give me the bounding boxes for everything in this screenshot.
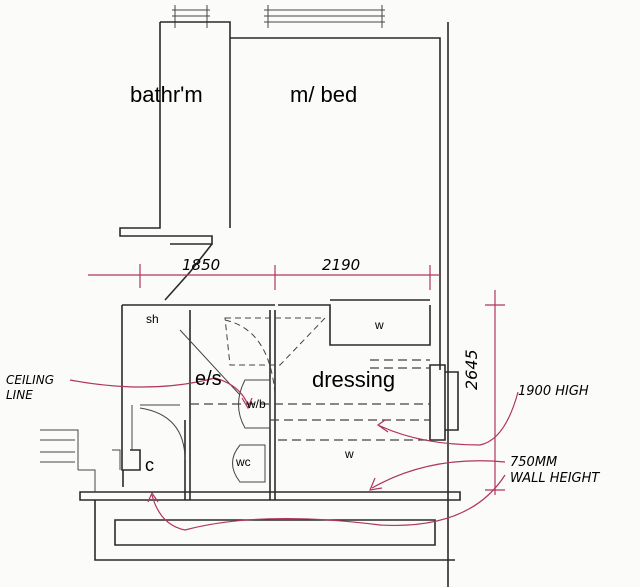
room-label-shower: sh: [146, 312, 159, 326]
dimension-1850: 1850: [182, 256, 221, 274]
room-label-bathroom: bathr'm: [130, 82, 203, 107]
top-windows: [172, 5, 385, 28]
dashed-lines: [190, 359, 430, 441]
room-label-wardrobe-top: w: [375, 318, 384, 332]
upper-walls: [79, 21, 461, 587]
note-ceiling-line-1: CEILING: [6, 373, 54, 387]
note-wall-height: WALL HEIGHT: [510, 471, 600, 486]
note-ceiling-line-2: LINE: [6, 388, 33, 402]
fixture-label-wash-basin: w/b: [247, 397, 266, 411]
room-label-cupboard: c: [145, 455, 154, 475]
stairs: [40, 429, 121, 492]
room-label-master-bed: m/ bed: [290, 82, 358, 107]
room-label-wardrobe-bottom: w: [345, 447, 354, 461]
doors: [131, 317, 327, 483]
room-label-dressing: dressing: [312, 367, 396, 392]
note-750mm: 750MM: [510, 455, 558, 470]
room-label-ensuite: e/s: [195, 368, 222, 390]
note-1900-high: 1900 HIGH: [518, 384, 589, 399]
dimension-2645: 2645: [462, 349, 481, 390]
dimension-2190: 2190: [322, 256, 361, 274]
annotation-arrows: [69, 377, 519, 531]
fixture-label-wc: wc: [236, 455, 251, 469]
